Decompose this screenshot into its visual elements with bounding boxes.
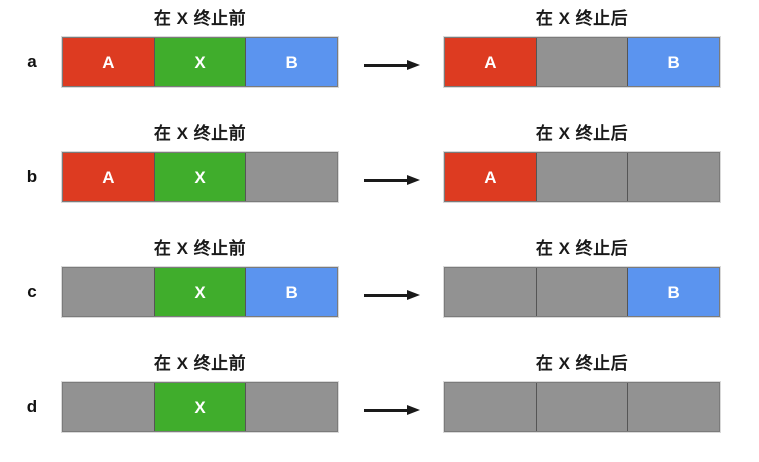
cell-empty bbox=[445, 268, 537, 316]
cell-empty bbox=[628, 153, 720, 201]
cell-empty bbox=[63, 383, 155, 431]
cell-a: A bbox=[63, 38, 155, 86]
cell-b: B bbox=[246, 38, 338, 86]
cell-empty bbox=[445, 383, 537, 431]
panel-title-before-c: 在 X 终止前 bbox=[153, 239, 247, 258]
cell-x: X bbox=[154, 268, 247, 316]
arrow-shaft bbox=[364, 64, 410, 67]
cell-empty bbox=[63, 268, 155, 316]
cell-b: B bbox=[628, 38, 720, 86]
right-arrow-icon bbox=[364, 290, 422, 302]
memory-bar-after-b: A bbox=[444, 152, 720, 202]
cell-x: X bbox=[154, 38, 247, 86]
arrow-shaft bbox=[364, 294, 410, 297]
cell-empty bbox=[536, 268, 629, 316]
panel-title-before-d: 在 X 终止前 bbox=[153, 354, 247, 373]
row-label-d: d bbox=[26, 397, 38, 416]
panel-title-after-d: 在 X 终止后 bbox=[535, 354, 629, 373]
right-arrow-icon bbox=[364, 175, 422, 187]
arrow-head bbox=[407, 405, 420, 415]
arrow-shaft bbox=[364, 409, 410, 412]
row-label-b: b bbox=[26, 167, 38, 186]
cell-b: B bbox=[246, 268, 338, 316]
scenario-row-d: d 在 X 终止前 X 在 X 终止后 bbox=[0, 345, 759, 460]
memory-bar-before-d: X bbox=[62, 382, 338, 432]
right-arrow-icon bbox=[364, 405, 422, 417]
cell-empty bbox=[536, 383, 629, 431]
cell-empty bbox=[536, 38, 629, 86]
memory-bar-after-d bbox=[444, 382, 720, 432]
cell-x: X bbox=[154, 383, 247, 431]
arrow-head bbox=[407, 60, 420, 70]
row-label-a: a bbox=[27, 52, 37, 71]
panel-title-before-b: 在 X 终止前 bbox=[153, 124, 247, 143]
cell-empty bbox=[628, 383, 720, 431]
cell-empty bbox=[246, 383, 338, 431]
arrow-head bbox=[407, 290, 420, 300]
cell-x: X bbox=[154, 153, 247, 201]
cell-a: A bbox=[63, 153, 155, 201]
panel-title-after-a: 在 X 终止后 bbox=[535, 9, 629, 28]
cell-a: A bbox=[445, 38, 537, 86]
panel-title-after-c: 在 X 终止后 bbox=[535, 239, 629, 258]
cell-empty bbox=[246, 153, 338, 201]
right-arrow-icon bbox=[364, 60, 422, 72]
panel-title-after-b: 在 X 终止后 bbox=[535, 124, 629, 143]
cell-empty bbox=[536, 153, 629, 201]
memory-bar-after-c: B bbox=[444, 267, 720, 317]
panel-title-before-a: 在 X 终止前 bbox=[153, 9, 247, 28]
arrow-head bbox=[407, 175, 420, 185]
row-label-c: c bbox=[27, 282, 37, 301]
cell-b: B bbox=[628, 268, 720, 316]
cell-a: A bbox=[445, 153, 537, 201]
arrow-shaft bbox=[364, 179, 410, 182]
